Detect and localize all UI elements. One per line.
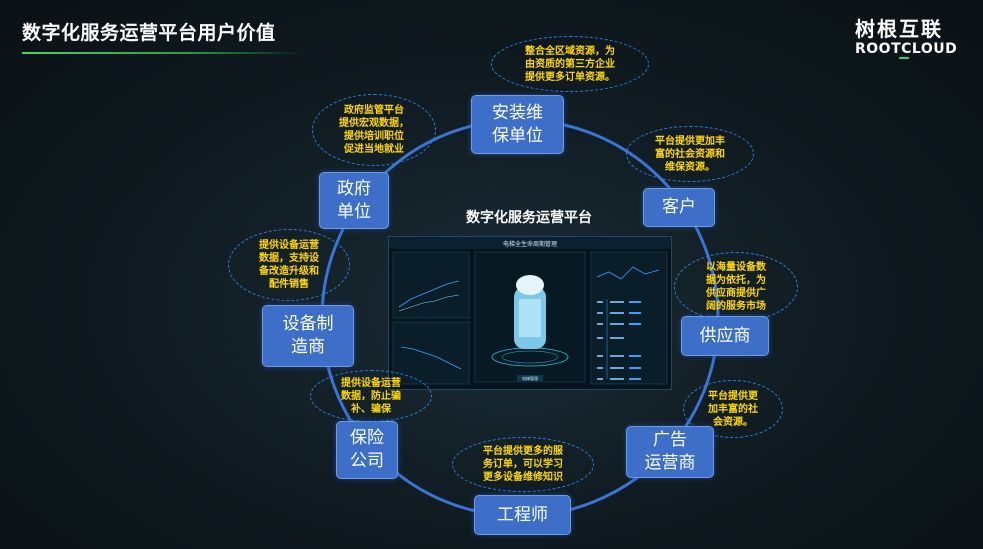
bubble-government: 政府监管平台 提供宏观数据， 提供培训职位 促进当地就业 <box>312 94 436 166</box>
logo-accent-dash <box>899 57 909 59</box>
dashboard-button: 电梯管理 <box>522 375 538 381</box>
bubble-insurance: 提供设备运营 数据，防止骗 补、骗保 <box>310 370 432 422</box>
node-supplier: 供应商 <box>681 316 769 356</box>
bubble-manufacturer: 提供设备运营 数据，支持设 备改造升级和 配件销售 <box>228 229 350 301</box>
bubble-supplier: 以海量设备数 据为依托，为 供应商提供广 阔的服务市场 <box>674 252 798 322</box>
dashboard-title: 电梯全生命周期管理 <box>503 240 557 248</box>
title-underline <box>22 52 302 54</box>
bubble-customer: 平台提供更加丰 富的社会资源和 维保资源。 <box>626 126 754 182</box>
page-title: 数字化服务运营平台用户价值 <box>22 22 276 44</box>
dashboard-screenshot: 电梯全生命周期管理 电梯管理 <box>388 236 672 390</box>
dashboard-graphic: 电梯全生命周期管理 电梯管理 <box>389 237 671 389</box>
node-install-maintenance: 安装维 保单位 <box>471 95 564 154</box>
logo-english-text: ROOTCLOUD <box>855 41 958 57</box>
logo-english: ROOTCLOUD <box>855 40 965 59</box>
node-customer: 客户 <box>643 188 715 227</box>
node-engineer: 工程师 <box>474 495 571 535</box>
platform-label: 数字化服务运营平台 <box>466 210 592 226</box>
node-insurance: 保险 公司 <box>336 421 398 479</box>
logo-chinese: 树根互联 <box>855 17 943 41</box>
bubble-ad-operator: 平台提供更 加丰富的社 会资源。 <box>683 380 783 438</box>
node-manufacturer: 设备制 造商 <box>262 305 354 367</box>
node-government: 政府 单位 <box>319 172 389 229</box>
rootcloud-logo: 树根互联 ROOTCLOUD <box>855 17 965 59</box>
bubble-install-maintenance: 整合全区域资源，为 由资质的第三方企业 提供更多订单资源。 <box>491 36 649 92</box>
node-ad-operator: 广告 运营商 <box>626 426 714 478</box>
bubble-engineer: 平台提供更多的服 务订单，可以学习 更多设备维修知识 <box>452 437 594 492</box>
